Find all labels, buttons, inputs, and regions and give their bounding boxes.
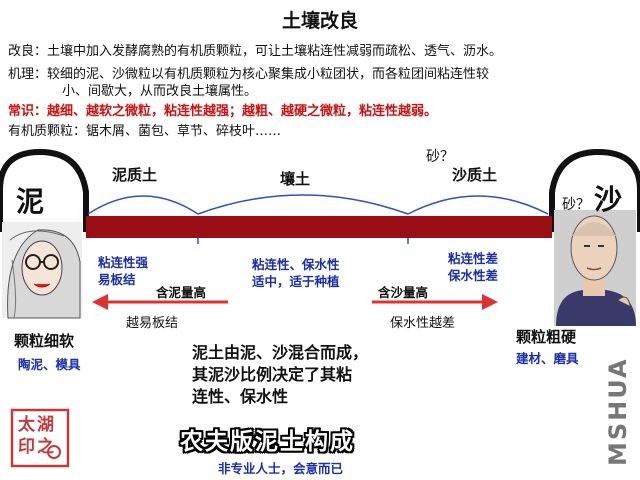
mechanism-text-2: 小、间歇大，从而改良土壤属性。 (62, 84, 258, 99)
left-arch (0, 148, 89, 232)
summary-text: 泥土由泥、沙混合而成， 其泥沙比例决定了其粘 连性、保水性 (192, 343, 369, 406)
zone-loam-label: 壤土 (280, 170, 311, 188)
sand-grain-label: 颗粒粗硬 (516, 328, 577, 346)
harden-label: 越易板结 (126, 316, 179, 331)
common-sense-text: 常识：越细、越软之微粒，粘连性越强；越粗、越硬之微粒，粘连性越弱。 (8, 104, 438, 119)
soil-bar (86, 216, 552, 238)
footer-subtitle: 非专业人士，会意而已 (218, 461, 344, 476)
arc-1 (87, 195, 199, 215)
mud-grain-label: 颗粒细软 (14, 332, 75, 350)
right-portrait (554, 210, 636, 326)
seal-text: 太湖印之 (18, 415, 56, 457)
arc-3 (407, 195, 549, 215)
loam-properties: 粘连性、保水性 适中，适于种植 (252, 257, 340, 289)
page-title: 土壤改良 (281, 10, 358, 32)
arc-2 (197, 194, 409, 215)
right-arch (549, 148, 640, 232)
left-portrait (2, 222, 82, 319)
sand-more-label: 含沙量高 (378, 285, 429, 300)
sand-uses: 建材、磨具 (516, 351, 579, 366)
sand-arrow-head (482, 294, 498, 310)
sand-question-right: 砂？ (562, 197, 590, 213)
mechanism-text-1: 机理：较细的泥、沙微粒以有机质颗粒为核心聚集成小粒团状，而各粒团间粘连性较 (8, 67, 490, 82)
seal-border (10, 408, 70, 468)
mud-arrow-head (92, 294, 108, 310)
mud-uses: 陶泥、模具 (18, 357, 81, 372)
improve-text: 改良：土壤中加入发酵腐熟的有机质颗粒，可让土壤粘连性减弱而疏松、透气、沥水。 (8, 44, 503, 59)
seal-mark (47, 445, 61, 459)
sand-properties: 粘连性差 保水性差 (448, 251, 499, 283)
footer-title: 农夫版泥土构成 (180, 429, 355, 455)
zone-sand-label: 沙质土 (452, 166, 498, 184)
organic-text: 有机质颗粒：锯木屑、菌包、草节、碎枝叶…… (8, 124, 282, 139)
sand-char: 沙 (594, 183, 623, 216)
sand-question-top: 砂？ (426, 149, 454, 165)
zone-mud-label: 泥质土 (112, 166, 158, 184)
watermark-text: MSHUA (604, 357, 632, 466)
mud-properties: 粘连性强 易板结 (98, 255, 149, 287)
mud-more-label: 含泥量高 (156, 285, 207, 300)
mud-char: 泥 (16, 185, 45, 218)
retain-label: 保水性越差 (390, 316, 456, 331)
